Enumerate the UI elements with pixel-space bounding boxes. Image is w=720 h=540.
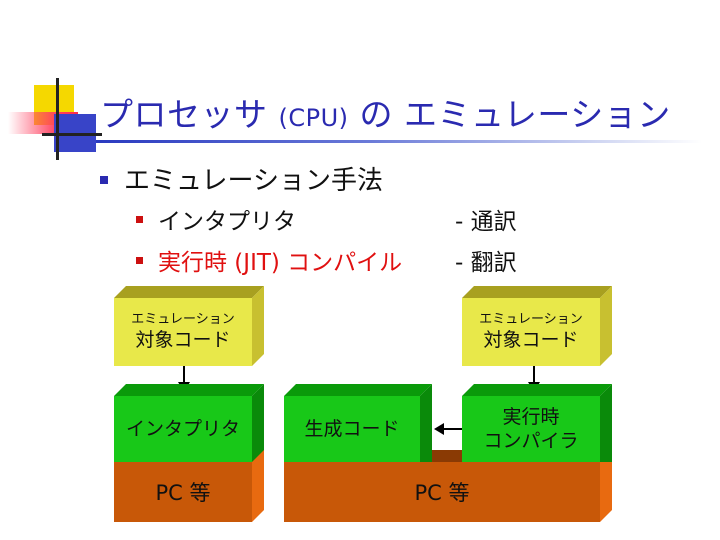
title-decoration-vertical-line (56, 78, 59, 160)
right-pc-label: PC 等 (414, 481, 470, 505)
left-arrow-shaft (183, 366, 185, 386)
sub-bullet-jit-label: 実行時 (JIT) コンパイル (158, 250, 403, 276)
generated-code-label: 生成コード (304, 418, 400, 440)
left-interpreter-label: インタプリタ (125, 418, 240, 440)
bullet-square-icon (100, 176, 108, 184)
title-underline (96, 140, 702, 143)
compiler-box-side (600, 384, 612, 462)
generated-code-box-side (420, 384, 432, 462)
right-arrow-left-head-icon (434, 423, 444, 435)
right-pc-box-side (600, 450, 612, 522)
compiler-label-line1: 実行時 (502, 406, 560, 428)
sub-bullet-interpreter-label: インタプリタ (158, 209, 296, 235)
right-source-box: エミュレーション 対象コード (462, 298, 600, 366)
bullet-main-text: エミュレーション手法 (124, 166, 383, 196)
left-source-box: エミュレーション 対象コード (114, 298, 252, 366)
right-pc-box: PC 等 (284, 462, 600, 522)
left-pc-label: PC 等 (155, 481, 211, 505)
compiler-box: 実行時 コンパイラ (462, 396, 600, 462)
left-source-box-side (252, 286, 264, 366)
left-source-box-top (114, 286, 264, 298)
left-pc-box: PC 等 (114, 462, 252, 522)
right-source-box-side (600, 286, 612, 366)
sub-bullet-square-icon (136, 216, 143, 223)
slide-title: プロセッサ (CPU) の エミュレーション (100, 88, 671, 136)
generated-code-box-top (284, 384, 432, 396)
title-part2: (CPU) (278, 104, 349, 132)
generated-code-box: 生成コード (284, 396, 420, 462)
left-interpreter-box: インタプリタ (114, 396, 252, 462)
left-source-sub-label: エミュレーション (131, 312, 235, 327)
right-source-main-label: 対象コード (483, 329, 579, 351)
title-part1: プロセッサ (100, 95, 268, 134)
right-source-sub-label: エミュレーション (479, 312, 583, 327)
sub-bullet-square-icon (136, 257, 143, 264)
left-source-main-label: 対象コード (135, 329, 231, 351)
sub-bullet-jit-desc: - 翻訳 (455, 250, 517, 276)
compiler-label-line2: コンパイラ (483, 430, 579, 452)
left-interpreter-box-side (252, 384, 264, 462)
left-interpreter-box-top (114, 384, 264, 396)
title-part3: の エミュレーション (359, 95, 671, 134)
right-arrow-down-shaft (533, 366, 535, 386)
right-source-box-top (462, 286, 612, 298)
left-pc-box-side (252, 450, 264, 522)
title-decoration-horizontal-line (42, 133, 102, 136)
right-arrow-left-shaft (442, 428, 462, 430)
sub-bullet-interpreter-desc: - 通訳 (455, 209, 517, 235)
compiler-box-top (462, 384, 612, 396)
